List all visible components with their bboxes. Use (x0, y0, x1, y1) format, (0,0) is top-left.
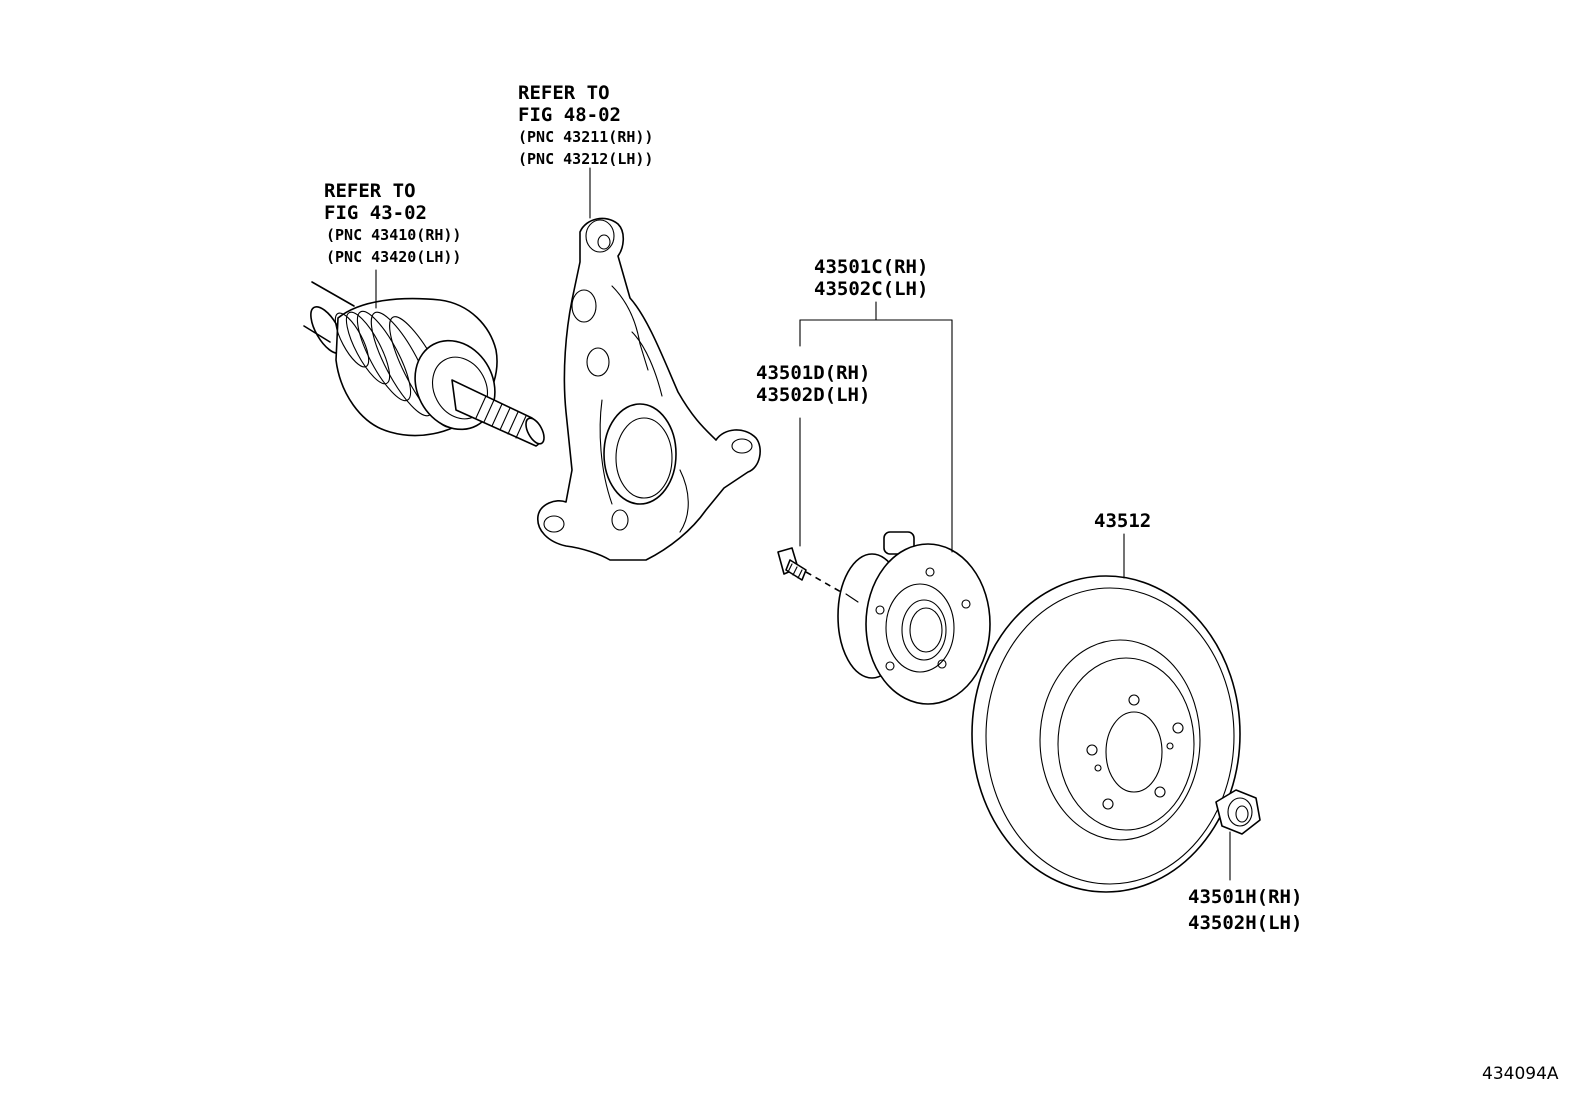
hub-assy-lh-label: 43502C(LH) (814, 278, 929, 300)
nut-lh-label: 43502H(LH) (1188, 912, 1303, 934)
knuckle-ref-pnc-rh: (PNC 43211(RH)) (518, 128, 654, 146)
driveshaft-ref-pnc-rh: (PNC 43410(RH)) (326, 226, 462, 244)
hub-bolt-rh-label: 43501D(RH) (756, 362, 871, 384)
knuckle-ref-pnc-lh: (PNC 43212(LH)) (518, 150, 654, 168)
nut-rh-label: 43501H(RH) (1188, 886, 1303, 908)
knuckle-ref-line1: REFER TO (518, 82, 610, 104)
axle-hub-assembly (837, 319, 991, 705)
driveshaft-ref-pnc-lh: (PNC 43420(LH)) (326, 248, 462, 266)
hub-assy-rh-label: 43501C(RH) (814, 256, 929, 278)
knuckle-ref-line2: FIG 48-02 (518, 104, 621, 126)
hub-bolt (777, 417, 849, 597)
drive-shaft-cv-joint (303, 269, 545, 447)
hub-lock-nut (1215, 789, 1261, 881)
figure-id: 434094A (1482, 1064, 1559, 1084)
hub-bolt-lh-label: 43502D(LH) (756, 384, 871, 406)
steering-knuckle (537, 167, 761, 561)
hub-assembly-bracket (799, 301, 953, 347)
brake-disc (971, 533, 1241, 893)
driveshaft-ref-line2: FIG 43-02 (324, 202, 427, 224)
disc-part-label: 43512 (1094, 510, 1152, 532)
driveshaft-ref-line1: REFER TO (324, 180, 416, 202)
